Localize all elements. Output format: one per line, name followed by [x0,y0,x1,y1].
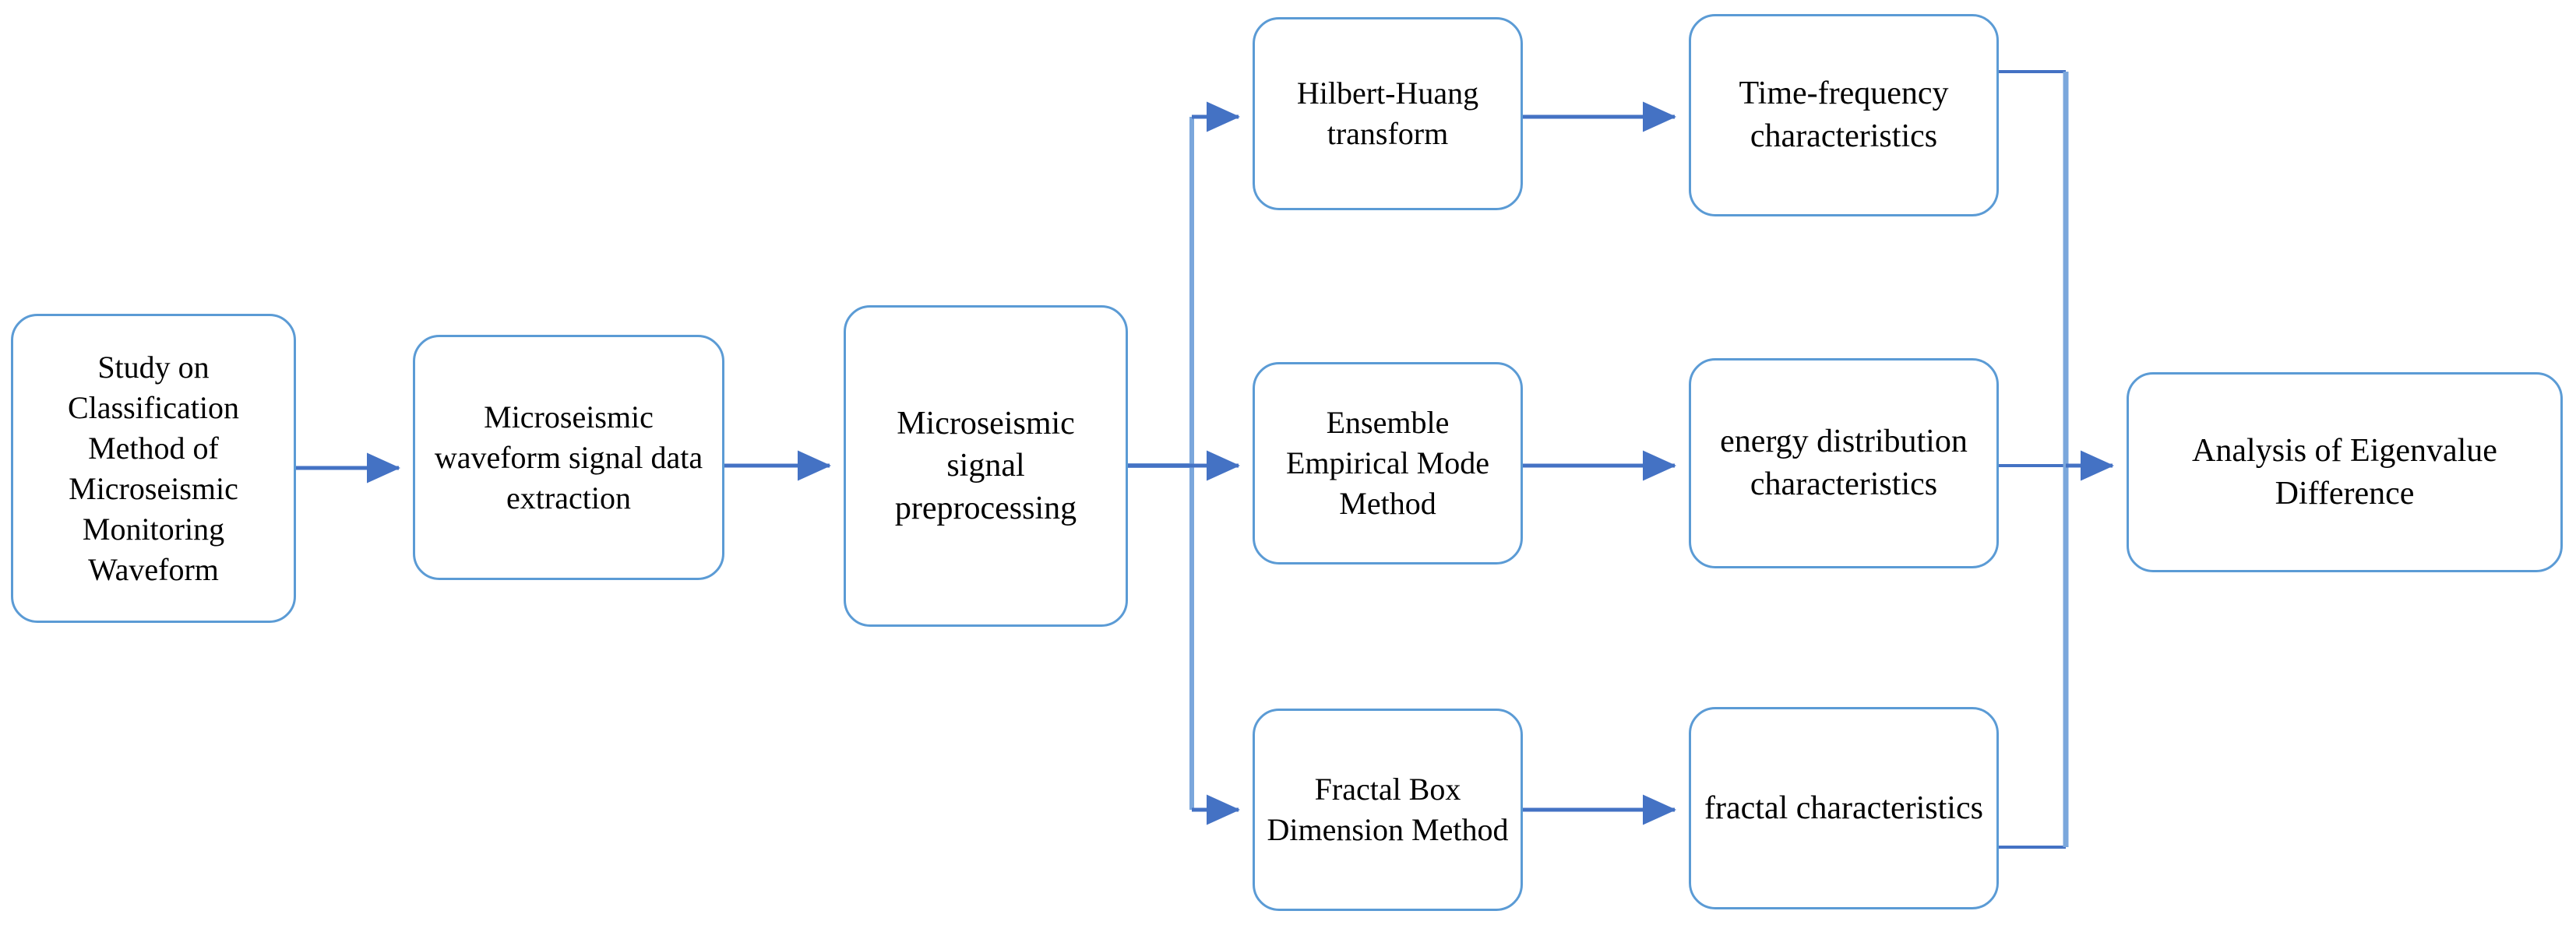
node-preprocessing-label: Microseismic signal preprocessing [894,405,1077,526]
node-energy-label: energy distribution characteristics [1720,424,1968,502]
node-eigenvalue-label: Analysis of Eigenvalue Difference [2192,432,2497,512]
node-hht-label: Hilbert-Huang transform [1296,76,1479,151]
node-fractal-char-label: fractal characteristics [1704,790,1983,826]
node-study[interactable]: Study on Classification Method of Micros… [11,314,296,623]
node-time-frequency-label: Time-frequency characteristics [1739,76,1949,154]
node-study-label: Study on Classification Method of Micros… [68,349,239,587]
edge-preprocessing-branch-spine [1128,117,1194,810]
node-microseismic-signal-preprocessing[interactable]: Microseismic signal preprocessing [844,305,1128,627]
node-ensemble-empirical-mode-method[interactable]: Ensemble Empirical Mode Method [1253,362,1523,564]
node-extraction-label: Microseismic waveform signal data extrac… [434,399,703,515]
node-energy-distribution-characteristics[interactable]: energy distribution characteristics [1689,358,1999,568]
node-microseismic-waveform-extraction[interactable]: Microseismic waveform signal data extrac… [413,335,724,580]
node-eemd-label: Ensemble Empirical Mode Method [1285,405,1490,521]
edge-merge-spine [1999,70,2069,849]
node-fractal-box-label: Fractal Box Dimension Method [1267,772,1509,847]
node-time-frequency-characteristics[interactable]: Time-frequency characteristics [1689,14,1999,216]
node-fractal-characteristics[interactable]: fractal characteristics [1689,707,1999,909]
node-analysis-of-eigenvalue-difference[interactable]: Analysis of Eigenvalue Difference [2127,372,2563,572]
node-fractal-box-dimension-method[interactable]: Fractal Box Dimension Method [1253,709,1523,911]
node-hilbert-huang-transform[interactable]: Hilbert-Huang transform [1253,17,1523,210]
